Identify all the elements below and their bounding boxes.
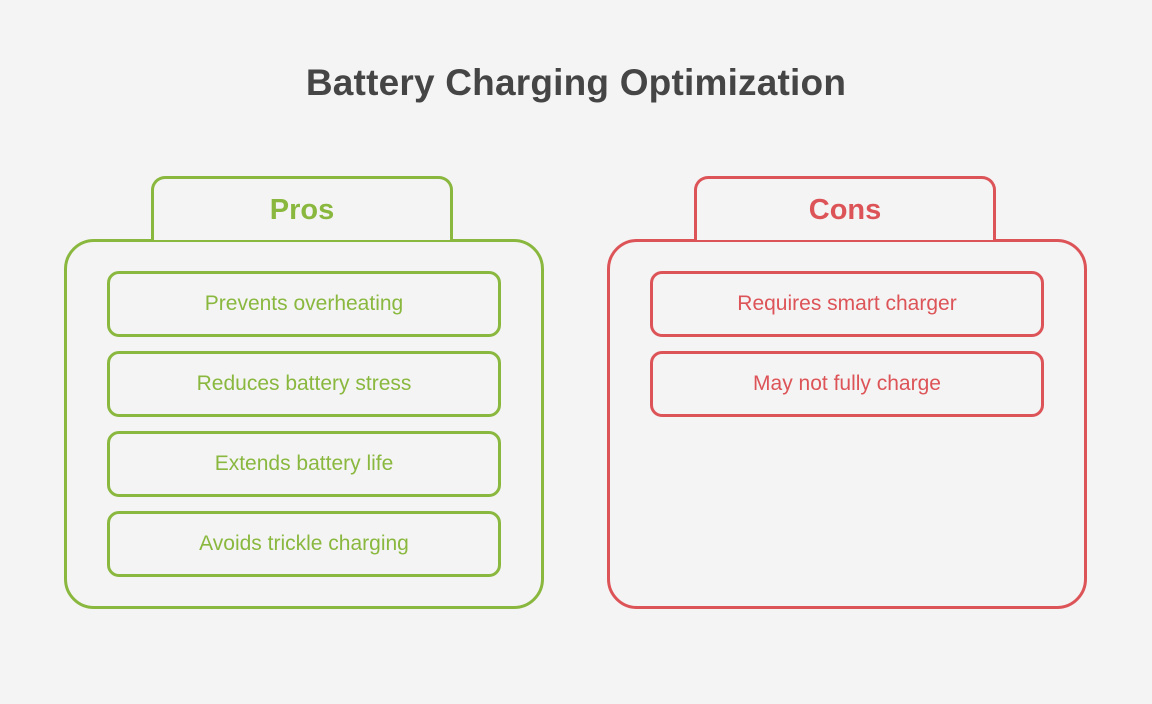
pros-item-extends-battery-life: Extends battery life (107, 431, 501, 497)
pros-panel (64, 239, 544, 609)
page-title: Battery Charging Optimization (305, 62, 847, 103)
cons-heading: Cons (694, 176, 996, 240)
cons-panel (607, 239, 1087, 609)
cons-item-may-not-fully-charge: May not fully charge (650, 351, 1044, 417)
pros-item-avoids-trickle-charging: Avoids trickle charging (107, 511, 501, 577)
pros-item-reduces-battery-stress: Reduces battery stress (107, 351, 501, 417)
pros-item-prevents-overheating: Prevents overheating (107, 271, 501, 337)
pros-heading: Pros (151, 176, 453, 240)
cons-item-requires-smart-charger: Requires smart charger (650, 271, 1044, 337)
